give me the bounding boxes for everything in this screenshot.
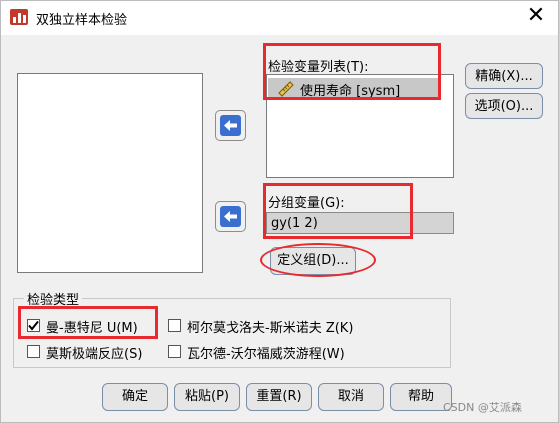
grouping-variable-value: gy(1 2)	[271, 216, 318, 231]
arrow-left-icon	[220, 115, 241, 136]
kolmogorov-smirnov-checkbox[interactable]	[168, 319, 181, 332]
help-button[interactable]: 帮助	[390, 383, 452, 411]
title-bar[interactable]	[1, 1, 558, 35]
move-to-test-list-button[interactable]	[215, 110, 246, 141]
wald-wolfowitz-label: 瓦尔德-沃尔福威茨游程(W)	[187, 347, 345, 362]
define-groups-highlight	[260, 243, 376, 277]
wald-wolfowitz-checkbox[interactable]	[168, 345, 181, 358]
checkmark-icon	[28, 320, 39, 331]
reset-button[interactable]: 重置(R)	[246, 383, 312, 411]
test-variable-list-label: 检验变量列表(T):	[268, 60, 369, 75]
grouping-variable-field[interactable]: gy(1 2)	[266, 212, 454, 234]
mann-whitney-label: 曼-惠特尼 U(M)	[46, 321, 138, 336]
grouping-highlight	[263, 183, 413, 239]
grouping-variable-label: 分组变量(G):	[268, 196, 345, 211]
arrow-left-icon	[220, 206, 241, 227]
ok-button[interactable]: 确定	[102, 383, 168, 411]
cancel-button[interactable]: 取消	[318, 383, 384, 411]
test-type-group	[13, 298, 451, 368]
window-title: 双独立样本检验	[36, 13, 128, 28]
kolmogorov-smirnov-label: 柯尔莫戈洛夫-斯米诺夫 Z(K)	[187, 321, 354, 336]
close-icon[interactable]: ✕	[526, 3, 546, 28]
app-icon	[10, 9, 28, 25]
test-list-highlight	[263, 43, 441, 100]
watermark: CSDN @艾派森	[443, 401, 522, 414]
paste-button[interactable]: 粘贴(P)	[174, 383, 240, 411]
ruler-icon	[278, 81, 294, 97]
move-to-grouping-button[interactable]	[215, 201, 246, 232]
list-item-label: 使用寿命 [sysm]	[300, 84, 401, 99]
options-button[interactable]: 选项(O)...	[465, 93, 543, 119]
test-type-label: 检验类型	[24, 289, 83, 308]
list-item[interactable]: 使用寿命 [sysm]	[268, 78, 440, 99]
mann-whitney-highlight	[18, 306, 158, 339]
mann-whitney-checkbox[interactable]	[27, 319, 40, 332]
moses-extreme-checkbox[interactable]	[27, 345, 40, 358]
moses-extreme-label: 莫斯极端反应(S)	[46, 347, 143, 362]
source-variable-list[interactable]	[17, 73, 203, 273]
test-variable-list[interactable]: 使用寿命 [sysm]	[266, 74, 454, 178]
exact-button[interactable]: 精确(X)...	[465, 63, 543, 89]
